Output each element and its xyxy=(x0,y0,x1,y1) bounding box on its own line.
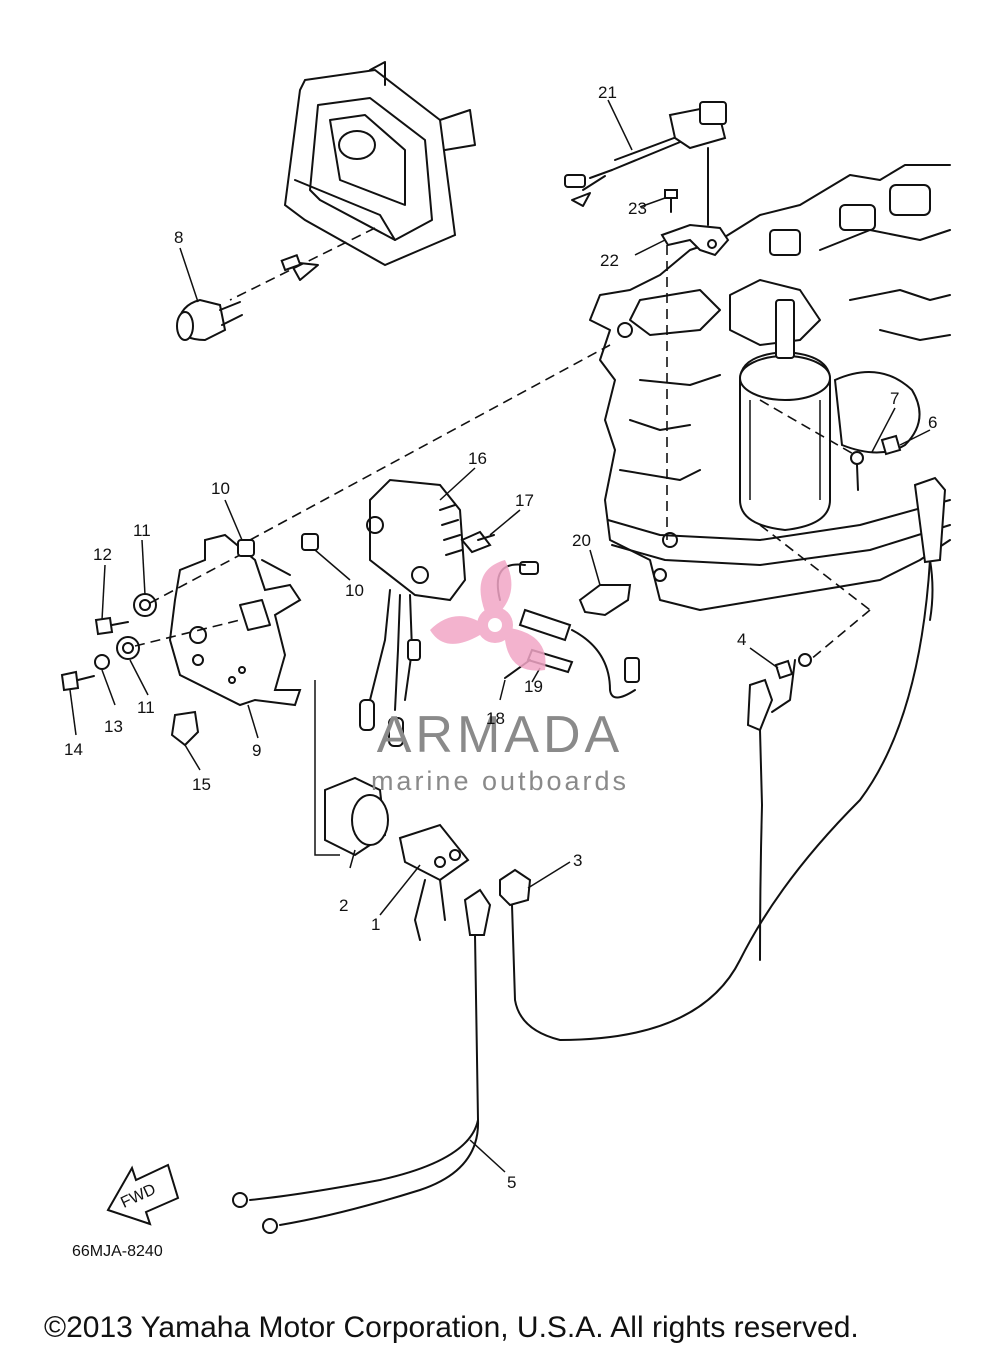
callout-20: 20 xyxy=(572,531,591,550)
callout-10-b: 10 xyxy=(345,581,364,600)
callout-16: 16 xyxy=(468,449,487,468)
callout-6: 6 xyxy=(928,413,937,432)
part-16-rectifier xyxy=(359,478,495,747)
fasteners-10-11-12-13-14 xyxy=(60,344,611,747)
callout-5: 5 xyxy=(507,1173,516,1192)
callout-17: 17 xyxy=(515,491,534,510)
callout-3: 3 xyxy=(573,851,582,870)
engine-block xyxy=(589,164,951,611)
callout-7: 7 xyxy=(890,389,899,408)
callout-14: 14 xyxy=(64,740,83,759)
callout-21: 21 xyxy=(598,83,617,102)
callout-numbers: 21 23 22 8 10 10 11 12 11 13 14 15 9 16 … xyxy=(64,83,937,1192)
part-21-22-23-switch-clip-bolt xyxy=(564,101,730,540)
part-3-5-cables xyxy=(232,399,947,1234)
copyright-notice: ©2013 Yamaha Motor Corporation, U.S.A. A… xyxy=(44,1311,859,1344)
callout-23: 23 xyxy=(628,199,647,218)
callout-2: 2 xyxy=(339,896,348,915)
diagram-code: 66MJA-8240 xyxy=(72,1243,163,1260)
callout-13: 13 xyxy=(104,717,123,736)
callout-4: 4 xyxy=(737,630,746,649)
part-9-bracket xyxy=(168,533,302,707)
callout-11-b: 11 xyxy=(137,698,155,717)
fwd-arrow-icon: FWD xyxy=(106,1163,180,1226)
watermark-tagline: marine outboards xyxy=(371,766,629,796)
callout-9: 9 xyxy=(252,741,261,760)
part-18-19-20-connectors xyxy=(496,561,640,699)
callout-15: 15 xyxy=(192,775,211,794)
callout-1: 1 xyxy=(371,915,380,934)
callout-19: 19 xyxy=(524,677,543,696)
part-1-2-relay-holder xyxy=(324,776,470,941)
callout-11-a: 11 xyxy=(133,521,151,540)
leader-lines xyxy=(69,99,931,1173)
propeller-logo-icon xyxy=(430,560,546,671)
callout-22: 22 xyxy=(600,251,619,270)
callout-12: 12 xyxy=(93,545,112,564)
watermark: ARMADA marine outboards xyxy=(371,560,629,796)
callout-8: 8 xyxy=(174,228,183,247)
callout-18: 18 xyxy=(486,709,505,728)
part-8-cover-sensor xyxy=(176,61,476,342)
callout-10-a: 10 xyxy=(211,479,230,498)
watermark-brand: ARMADA xyxy=(377,706,623,764)
